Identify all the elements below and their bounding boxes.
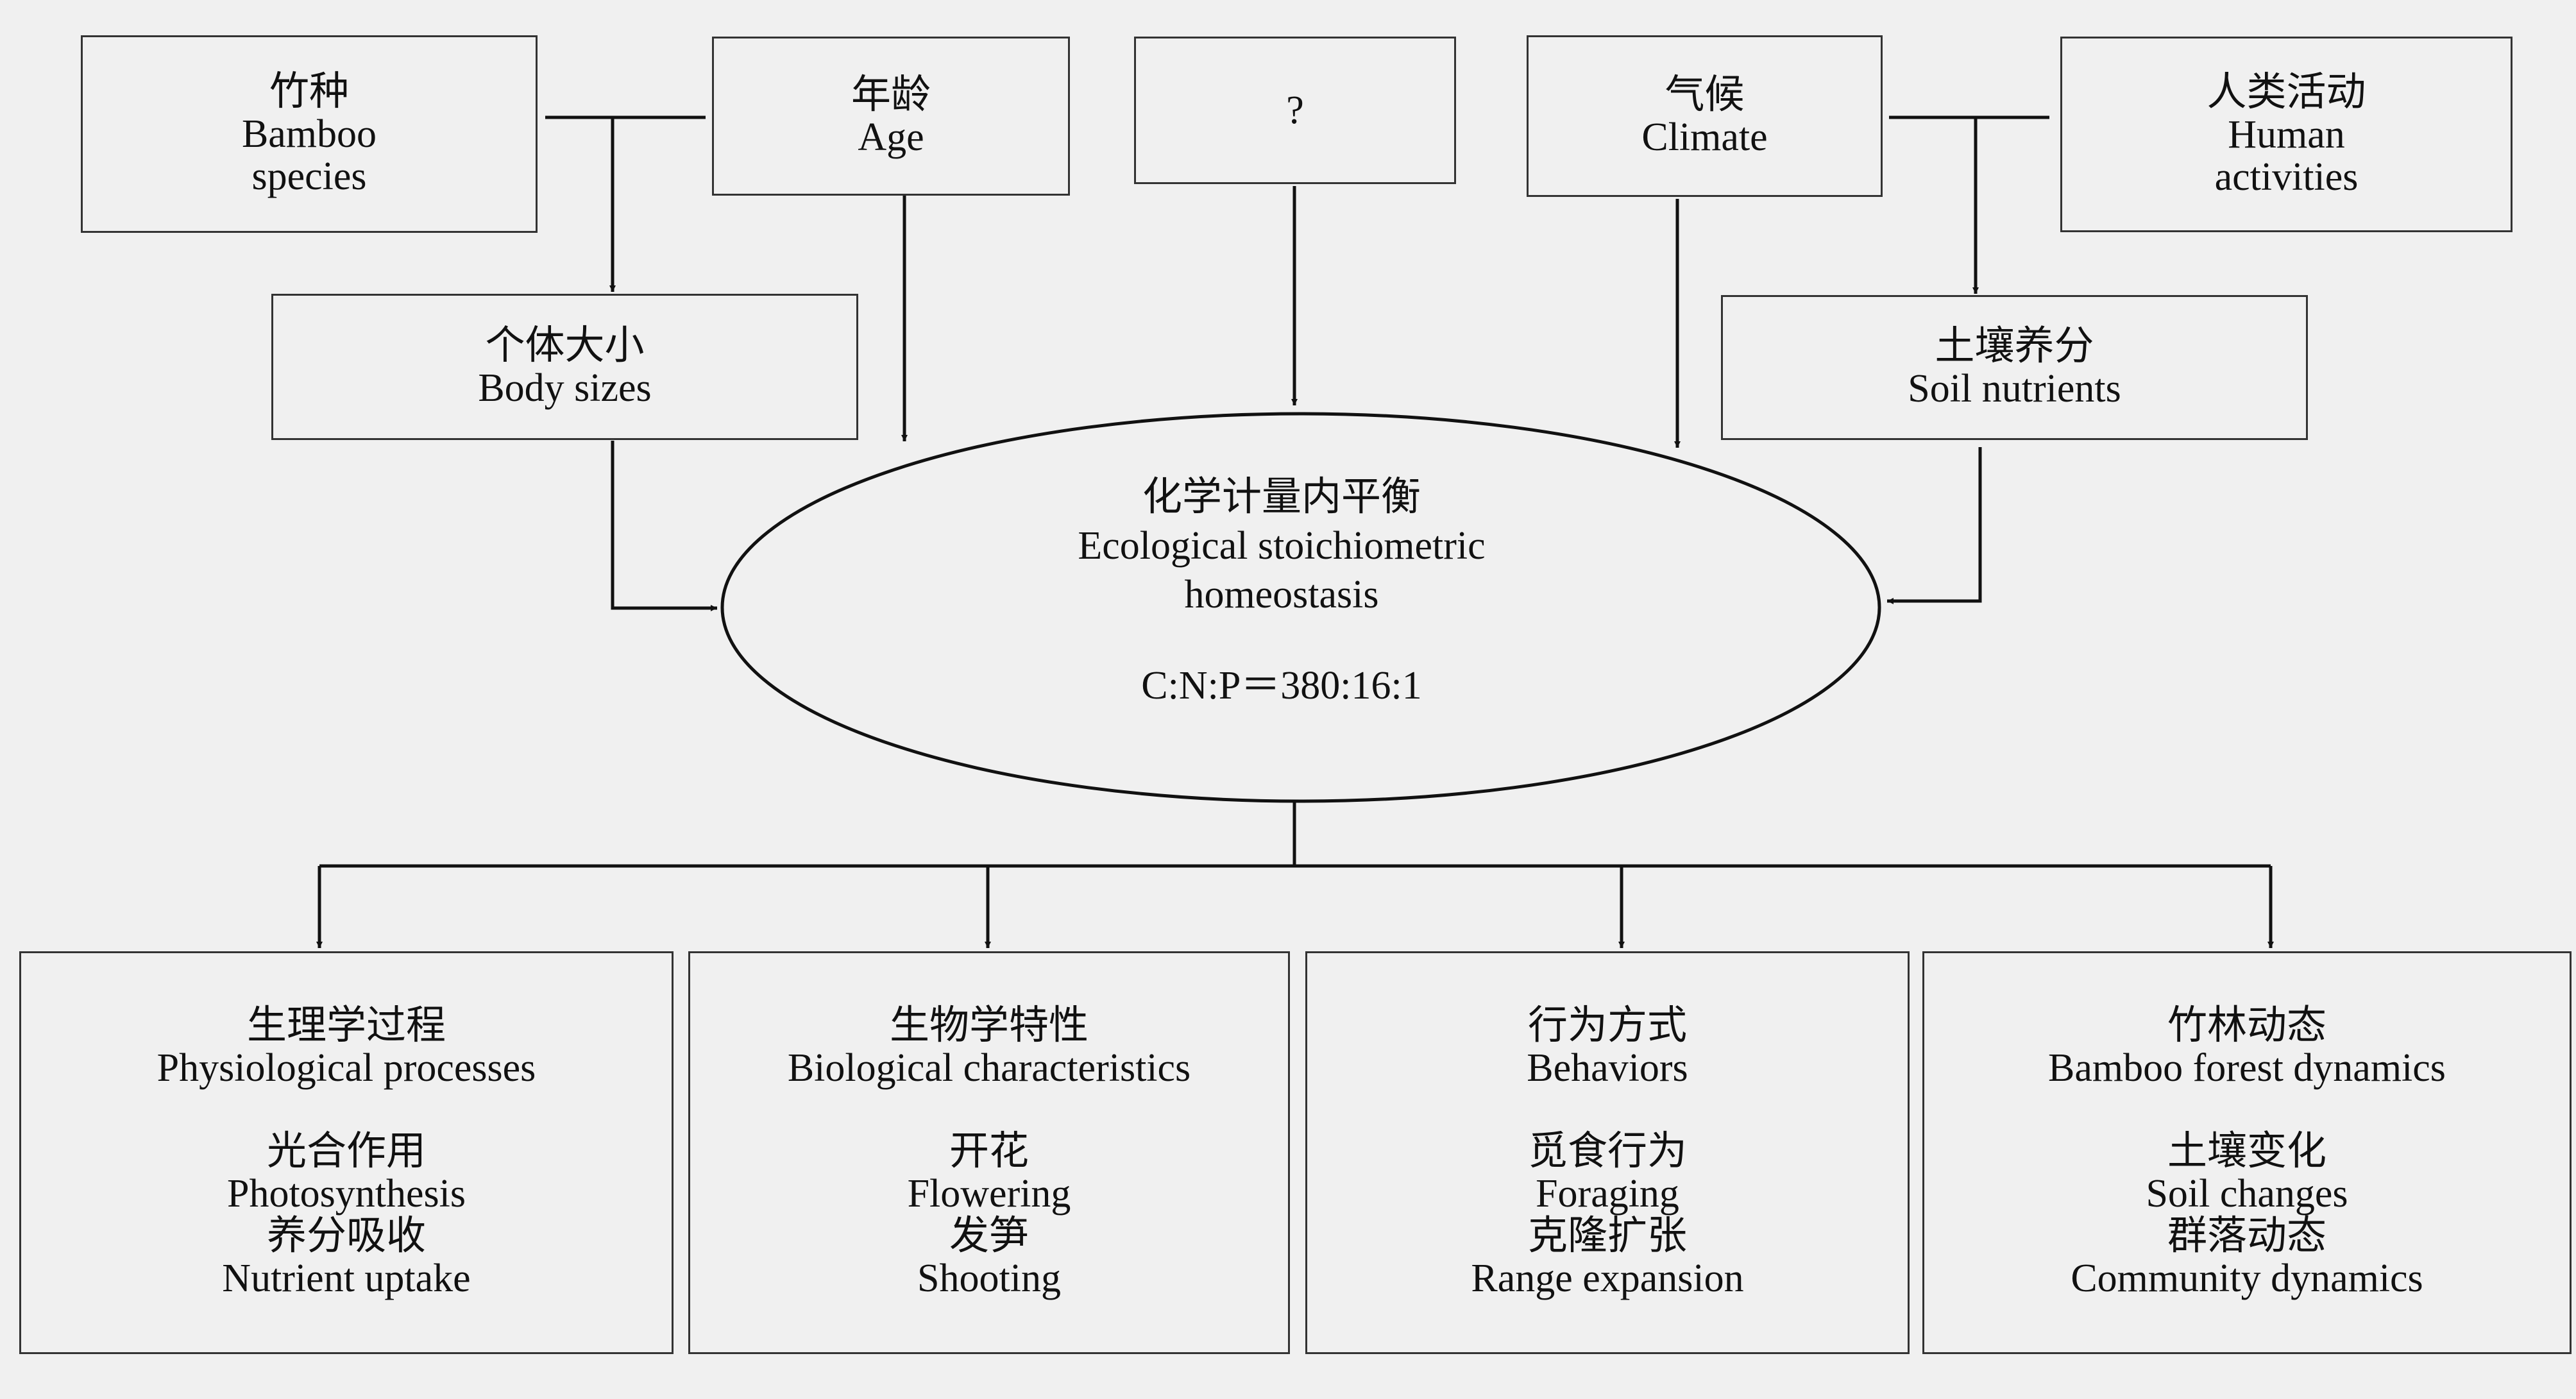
bamboo-forest-dynamics-box: 竹林动态 Bamboo forest dynamics 土壤变化 Soil ch… — [1922, 951, 2572, 1354]
human-activities-en-line2: activities — [2214, 155, 2359, 199]
photosynthesis-zh: 光合作用 — [266, 1130, 426, 1173]
human-activities-en-line1: Human — [2228, 112, 2345, 157]
bamboo-species-en-line2: species — [251, 155, 367, 198]
soil-nutrients-box: 土壤养分 Soil nutrients — [1721, 295, 2308, 440]
body-sizes-en: Body sizes — [478, 366, 652, 410]
bamboo-species-zh: 竹种 — [269, 70, 349, 114]
unknown-factor-box: ? — [1134, 37, 1456, 184]
physiological-zh: 生理学过程 — [246, 1004, 446, 1047]
nutrient-uptake-zh: 养分吸收 — [266, 1214, 426, 1258]
biological-zh: 生物学特性 — [889, 1004, 1089, 1047]
shooting-en: Shooting — [917, 1257, 1061, 1300]
age-box: 年龄 Age — [712, 37, 1070, 196]
unknown-factor-label: ? — [1286, 89, 1304, 132]
soil-nutrients-zh: 土壤养分 — [1935, 325, 2094, 368]
bamboo-species-en-line1: Bamboo — [241, 112, 377, 156]
human-activities-box: 人类活动 Human activities — [2060, 37, 2512, 232]
community-dynamics-en: Community dynamics — [2071, 1257, 2423, 1300]
age-en: Age — [858, 115, 924, 159]
flowering-en: Flowering — [907, 1172, 1071, 1216]
behaviors-zh: 行为方式 — [1527, 1004, 1687, 1047]
physiological-en: Physiological processes — [157, 1046, 536, 1090]
community-dynamics-zh: 群落动态 — [2167, 1214, 2326, 1258]
climate-box: 气候 Climate — [1527, 35, 1883, 197]
foraging-en: Foraging — [1536, 1172, 1679, 1216]
behaviors-box: 行为方式 Behaviors 觅食行为 Foraging 克隆扩张 Range … — [1305, 951, 1910, 1354]
physiological-processes-box: 生理学过程 Physiological processes 光合作用 Photo… — [19, 951, 674, 1354]
range-expansion-en: Range expansion — [1471, 1257, 1744, 1300]
range-expansion-zh: 克隆扩张 — [1527, 1214, 1687, 1258]
homeostasis-en-line2: homeostasis — [1184, 573, 1379, 616]
climate-zh: 气候 — [1665, 73, 1745, 117]
body-size-to-center-arrow — [611, 441, 717, 611]
biological-en: Biological characteristics — [787, 1046, 1191, 1090]
soil-changes-zh: 土壤变化 — [2167, 1130, 2326, 1173]
behaviors-en: Behaviors — [1527, 1046, 1688, 1090]
homeostasis-en-line1: Ecological stoichiometric — [1078, 524, 1486, 568]
photosynthesis-en: Photosynthesis — [226, 1172, 466, 1216]
foraging-zh: 觅食行为 — [1527, 1130, 1687, 1173]
biological-characteristics-box: 生物学特性 Biological characteristics 开花 Flow… — [688, 951, 1290, 1354]
human-activities-zh: 人类活动 — [2207, 70, 2366, 114]
forest-dynamics-zh: 竹林动态 — [2167, 1004, 2326, 1047]
bamboo-species-box: 竹种 Bamboo species — [81, 35, 538, 233]
homeostasis-zh: 化学计量内平衡 — [1142, 475, 1421, 519]
shooting-zh: 发笋 — [949, 1214, 1029, 1258]
climate-en: Climate — [1641, 115, 1768, 159]
flowering-zh: 开花 — [949, 1130, 1029, 1173]
body-sizes-zh: 个体大小 — [485, 324, 645, 368]
forest-dynamics-en: Bamboo forest dynamics — [2048, 1046, 2446, 1090]
age-zh: 年龄 — [851, 73, 931, 117]
cnp-ratio: C:N:P＝380:16:1 — [1141, 664, 1422, 708]
soil-nutrients-to-center-arrow — [1887, 447, 1982, 604]
homeostasis-ellipse — [720, 412, 1881, 803]
body-sizes-box: 个体大小 Body sizes — [271, 294, 858, 440]
homeostasis-text: 化学计量内平衡 Ecological stoichiometric homeos… — [917, 473, 1646, 710]
soil-changes-en: Soil changes — [2146, 1172, 2348, 1216]
nutrient-uptake-en: Nutrient uptake — [222, 1257, 471, 1300]
soil-nutrients-en: Soil nutrients — [1908, 367, 2121, 411]
